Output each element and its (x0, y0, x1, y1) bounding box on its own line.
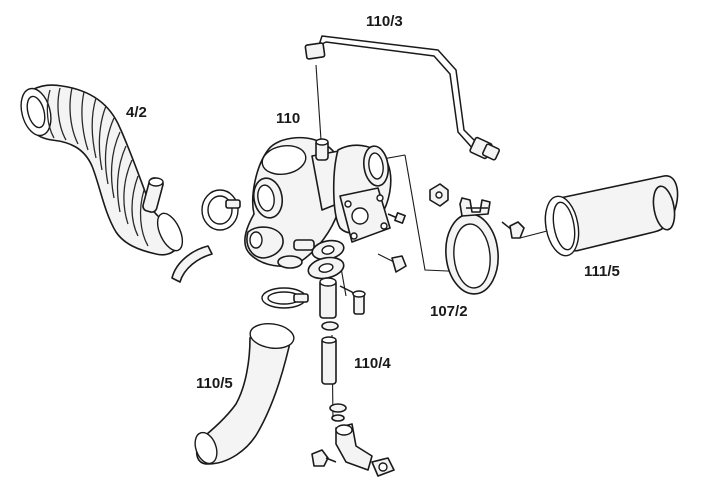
hex-nut (429, 183, 449, 207)
air-intake-hose (20, 84, 213, 283)
bolt (501, 221, 525, 239)
v-band-clamp (445, 197, 499, 295)
hose-clamp-mid (261, 287, 309, 309)
oil-feed-line (304, 35, 501, 161)
label-air-outlet-pipe: 110/5 (196, 375, 233, 392)
callout-labels: 4/2 110 110/3 110/4 110/5 107/2 111/5 (126, 13, 620, 392)
label-exhaust-pipe: 111/5 (584, 263, 620, 280)
hose-clamp-left (201, 189, 241, 231)
label-oil-feed-line: 110/3 (366, 13, 403, 30)
oil-return-line (311, 277, 395, 477)
label-turbocharger: 110 (276, 110, 300, 127)
turbocharger (243, 136, 406, 269)
hose-corrugation-ribs (46, 87, 149, 247)
label-oil-return-line: 110/4 (354, 355, 391, 372)
label-clamp: 107/2 (430, 303, 468, 320)
label-air-intake-hose: 4/2 (126, 104, 147, 121)
air-outlet-pipe (194, 323, 295, 465)
gaskets-and-bolts (307, 239, 407, 315)
exhaust-pipe (544, 175, 679, 257)
